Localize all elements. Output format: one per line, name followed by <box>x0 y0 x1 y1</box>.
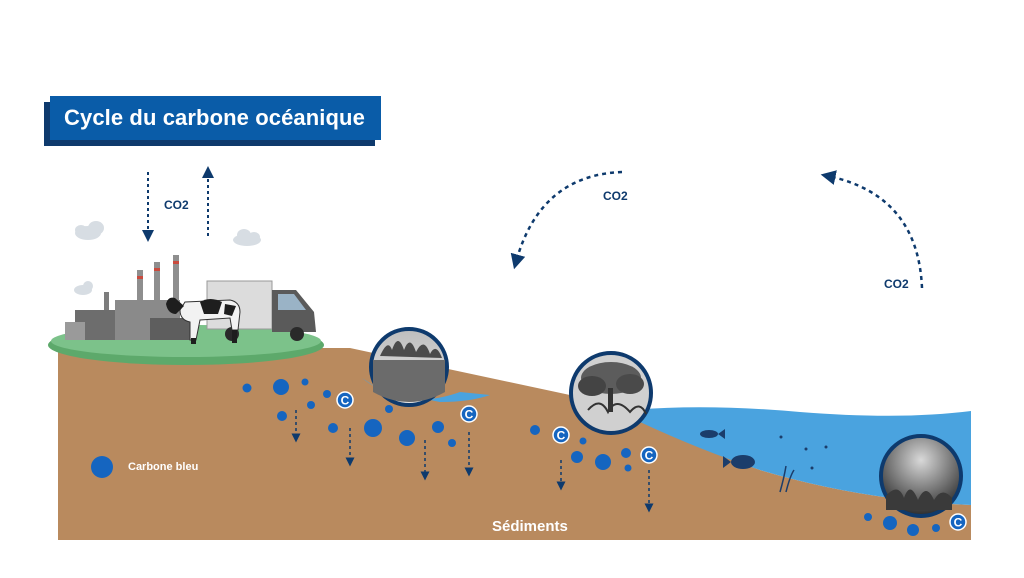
wetland-pond <box>362 378 490 402</box>
svg-text:C: C <box>465 408 474 422</box>
svg-text:C: C <box>954 516 963 530</box>
co2-arrow-down <box>510 170 623 270</box>
cloud-icon <box>74 281 93 295</box>
cloud-icon <box>75 221 104 240</box>
carbon-badge: C <box>460 405 478 423</box>
title-banner: Cycle du carbone océanique <box>50 96 381 140</box>
carbon-badge: C <box>640 446 658 464</box>
cloud-icon <box>233 229 261 246</box>
ocean <box>600 407 971 505</box>
cow-icon <box>166 297 241 344</box>
co2-arrow-up <box>820 170 924 289</box>
legend-dot <box>91 456 113 478</box>
carbon-badge: C <box>336 391 354 409</box>
carbon-dots <box>242 378 940 536</box>
fish-icon <box>723 455 755 469</box>
co2-right-label: CO2 <box>884 277 909 291</box>
sediments-label: Sédiments <box>492 518 568 535</box>
factory-icon <box>65 255 190 340</box>
legend-label: Carbone bleu <box>128 461 199 473</box>
svg-text:C: C <box>341 394 350 408</box>
co2-land-label: CO2 <box>164 198 189 212</box>
carbon-badge: C <box>552 426 570 444</box>
kelp-icon <box>879 434 963 518</box>
co2-top-label: CO2 <box>603 189 628 203</box>
svg-text:C: C <box>645 449 654 463</box>
soil <box>58 348 971 540</box>
svg-text:C: C <box>557 429 566 443</box>
mangrove-icon <box>569 351 653 435</box>
carbon-badge: C <box>949 513 967 531</box>
seagrass-icon <box>369 327 449 407</box>
fish-icon <box>700 429 725 439</box>
page-title: Cycle du carbone océanique <box>64 105 365 130</box>
